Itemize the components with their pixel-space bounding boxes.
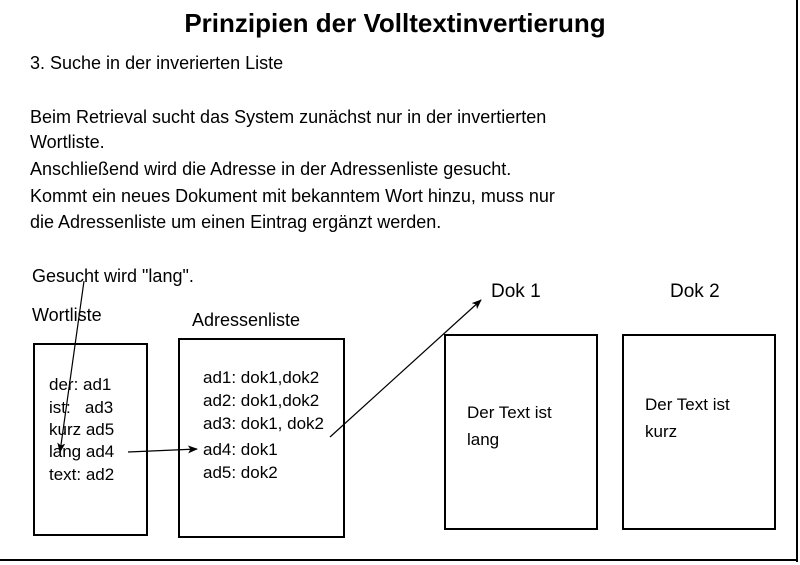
page-title: Prinzipien der Volltextinvertierung: [184, 8, 606, 38]
document-2-box: [622, 334, 776, 530]
paragraph-line-3: Anschließend wird die Adresse in der Adr…: [30, 159, 512, 179]
slide-frame-bottom-edge: [0, 559, 798, 561]
wordlist-caption: Wortliste: [32, 305, 102, 325]
wordlist-entry-1: ist: ad3: [49, 398, 114, 417]
addresslist-entry-3: ad4: dok1: [203, 440, 278, 459]
paragraph-line-1: Beim Retrieval sucht das System zunächst…: [30, 107, 547, 127]
document-2-text-line-2: kurz: [645, 422, 678, 441]
document-1-text-line-1: Der Text ist: [467, 403, 552, 422]
wordlist-entry-4: text: ad2: [49, 465, 115, 484]
query-line: Gesucht wird "lang".: [32, 266, 194, 286]
addresslist-entry-2: ad3: dok1, dok2: [203, 414, 324, 433]
wordlist-entry-2: kurz ad5: [49, 420, 115, 439]
document-2-caption: Dok 2: [670, 281, 720, 302]
addresslist-entry-1: ad2: dok1,dok2: [203, 391, 320, 410]
document-2-text-line-1: Der Text ist: [645, 395, 730, 414]
addresslist-box: [178, 338, 345, 538]
wordlist-entry-3: lang ad4: [49, 442, 115, 461]
document-1-caption: Dok 1: [491, 281, 541, 302]
addresslist-entry-0: ad1: dok1,dok2: [203, 368, 320, 387]
addresslist-caption: Adressenliste: [192, 310, 301, 330]
document-1-text-line-2: lang: [467, 430, 500, 449]
wordlist-entry-0: der: ad1: [49, 375, 112, 394]
paragraph-line-5: die Adressenliste um einen Eintrag ergän…: [30, 212, 442, 232]
wordlist-box: [33, 343, 148, 536]
paragraph-line-2: Wortliste.: [30, 132, 105, 152]
addresslist-entry-4: ad5: dok2: [203, 463, 278, 482]
section-heading: 3. Suche in der inverierten Liste: [30, 53, 284, 73]
slide-frame-right-edge: [796, 0, 798, 562]
paragraph-line-4: Kommt ein neues Dokument mit bekanntem W…: [30, 186, 555, 206]
